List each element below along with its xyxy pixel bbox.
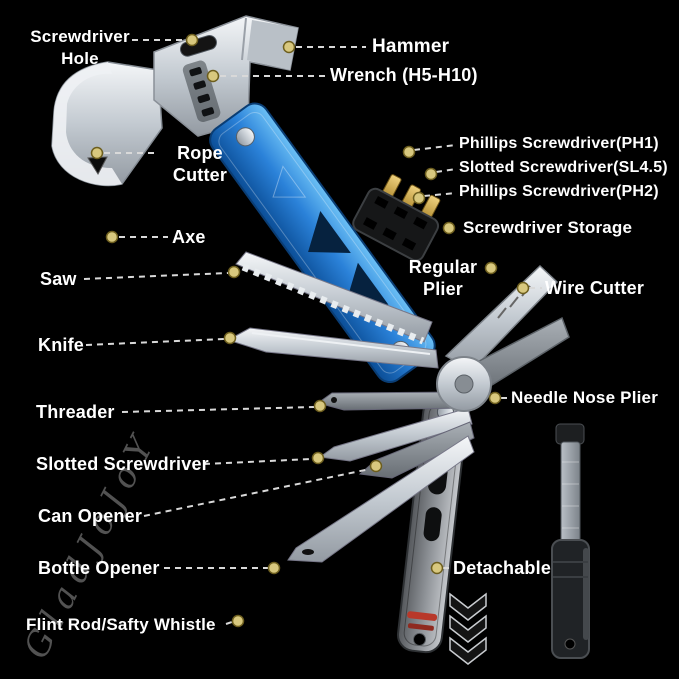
marker-dot xyxy=(402,145,416,159)
marker-dot xyxy=(442,221,456,235)
marker-dot xyxy=(424,167,438,181)
marker-dot xyxy=(227,265,241,279)
plier-head xyxy=(436,264,570,412)
label-slotted-sl45: Slotted Screwdriver(SL4.5) xyxy=(459,159,668,176)
marker-dot xyxy=(516,281,530,295)
label-phillips-ph1: Phillips Screwdriver(PH1) xyxy=(459,135,659,152)
label-wire-cutter: Wire Cutter xyxy=(545,278,645,298)
label-rope-cutter: Rope Cutter xyxy=(172,143,228,185)
label-hammer: Hammer xyxy=(372,36,450,57)
marker-dot xyxy=(90,146,104,160)
marker-dot xyxy=(484,261,498,275)
marker-dot xyxy=(369,459,383,473)
marker-dot xyxy=(185,33,199,47)
saw-tool xyxy=(235,251,433,345)
marker-dots xyxy=(90,33,530,628)
marker-dot xyxy=(282,40,296,54)
marker-dot xyxy=(311,451,325,465)
wrench-holes xyxy=(182,60,221,122)
red-accent xyxy=(407,623,434,631)
pocket-clip xyxy=(583,548,589,640)
label-threader: Threader xyxy=(36,402,115,422)
marker-dot xyxy=(430,561,444,575)
axe-blade xyxy=(51,61,163,187)
knife-tool xyxy=(226,327,439,369)
bit-holder xyxy=(352,174,441,262)
handle-screw xyxy=(235,127,255,147)
label-needle-nose-plier: Needle Nose Plier xyxy=(511,388,659,407)
label-screwdriver-hole: Screwdriver Hole xyxy=(30,27,130,68)
flint-rod-tool xyxy=(551,423,590,659)
down-chevrons-icon xyxy=(449,592,487,665)
label-slotted-screwdriver: Slotted Screwdriver xyxy=(36,454,209,474)
whistle-hole xyxy=(564,638,576,650)
marker-dot xyxy=(231,614,245,628)
lanyard-hole xyxy=(412,632,426,646)
leader-lines xyxy=(83,39,542,625)
label-bottle-opener: Bottle Opener xyxy=(38,558,160,578)
label-regular-plier: Regular Plier xyxy=(408,257,478,299)
red-accent xyxy=(407,611,438,621)
marker-dot xyxy=(206,69,220,83)
label-screwdriver-storage: Screwdriver Storage xyxy=(463,218,633,237)
marker-dot xyxy=(313,399,327,413)
bottle-opener-tool xyxy=(287,435,475,563)
marker-dot xyxy=(412,191,426,205)
label-knife: Knife xyxy=(38,335,84,355)
label-phillips-ph2: Phillips Screwdriver(PH2) xyxy=(459,183,659,200)
marker-dot xyxy=(105,230,119,244)
label-axe: Axe xyxy=(172,227,206,247)
label-detachable: Detachable xyxy=(453,558,552,578)
label-wrench: Wrench (H5-H10) xyxy=(330,65,478,85)
slotted-screwdriver-tool xyxy=(318,407,473,462)
label-saw: Saw xyxy=(40,269,77,289)
label-can-opener: Can Opener xyxy=(38,506,143,526)
label-flint-rod: Flint Rod/Safty Whistle xyxy=(26,615,216,634)
marker-dot xyxy=(267,561,281,575)
marker-dot xyxy=(223,331,237,345)
marker-dot xyxy=(488,391,502,405)
